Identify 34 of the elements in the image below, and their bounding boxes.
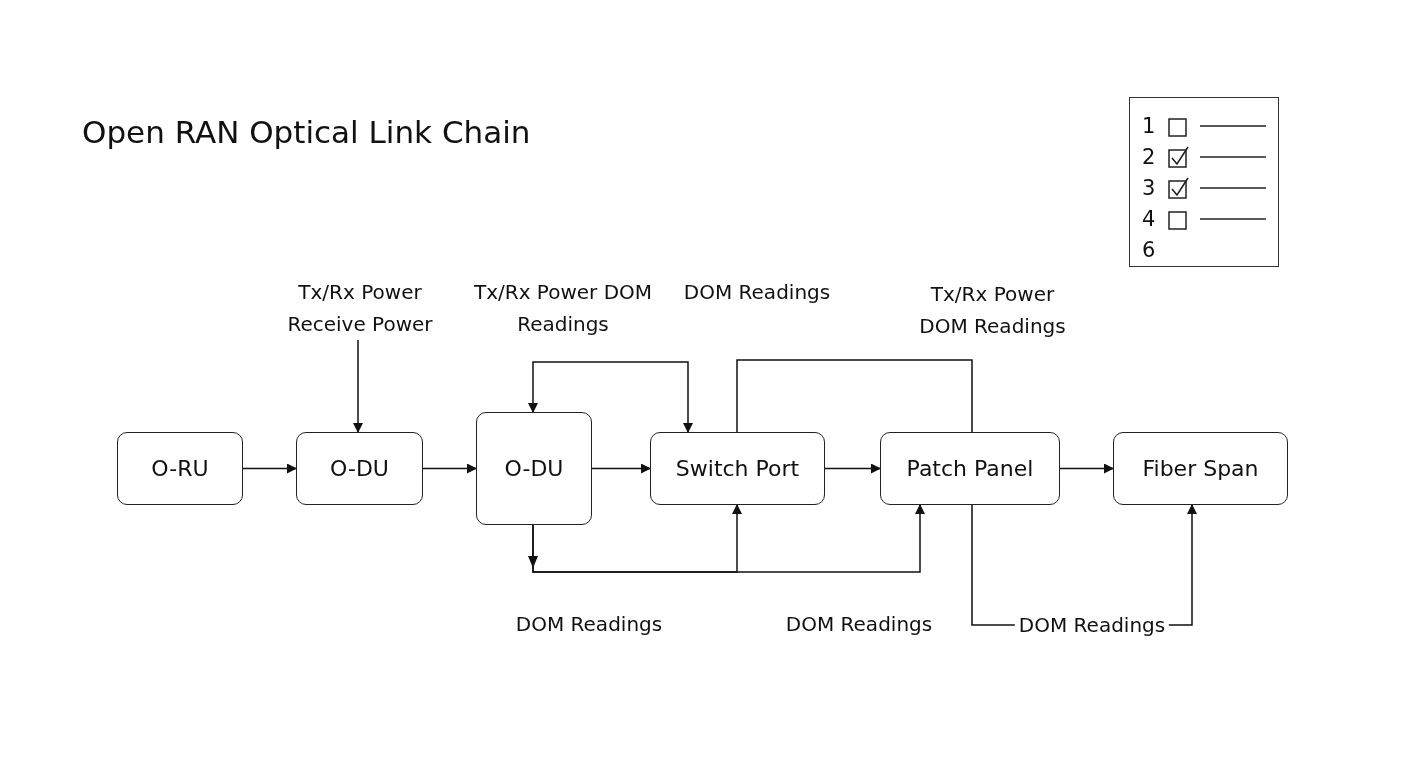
- process-box: [650, 432, 825, 505]
- process-box: [1113, 432, 1288, 505]
- arrow: [1059, 463, 1114, 474]
- node-label: O-RU: [151, 456, 209, 481]
- arrow: [242, 463, 297, 474]
- signal-label: Tx/Rx Power: [298, 279, 422, 306]
- node-label: Switch Port: [675, 456, 800, 481]
- arrow: [532, 504, 925, 573]
- node-label: Fiber Span: [1142, 456, 1259, 481]
- signal-label: Receive Power: [287, 311, 433, 338]
- checklist-box: [1129, 97, 1279, 267]
- signal-label: DOM Readings: [784, 611, 934, 638]
- arrow: [353, 339, 363, 433]
- node-label: O-DU: [504, 456, 564, 481]
- process-box: [117, 432, 243, 505]
- arrow: [824, 463, 881, 474]
- arrow: [528, 361, 693, 433]
- signal-label: Tx/Rx Power DOM Readings: [472, 279, 654, 338]
- list-number: 4: [1142, 206, 1157, 231]
- process-box: [880, 432, 1060, 505]
- list-number: 2: [1142, 144, 1157, 169]
- list-number: 1: [1142, 113, 1157, 138]
- node-label: Patch Panel: [906, 456, 1034, 481]
- arrow: [422, 463, 477, 474]
- diagram-title: Open RAN Optical Link Chain: [82, 114, 531, 150]
- process-box: [296, 432, 423, 505]
- signal-label: DOM Readings: [682, 279, 832, 306]
- arrow: [591, 463, 651, 474]
- list-number: 3: [1142, 175, 1157, 200]
- list-number: 6: [1142, 237, 1157, 262]
- signal-label: Tx/Rx Power DOM Readings: [918, 281, 1067, 340]
- process-box: [476, 412, 592, 525]
- signal-label: DOM Readings: [514, 611, 664, 638]
- node-label: O-DU: [330, 456, 389, 481]
